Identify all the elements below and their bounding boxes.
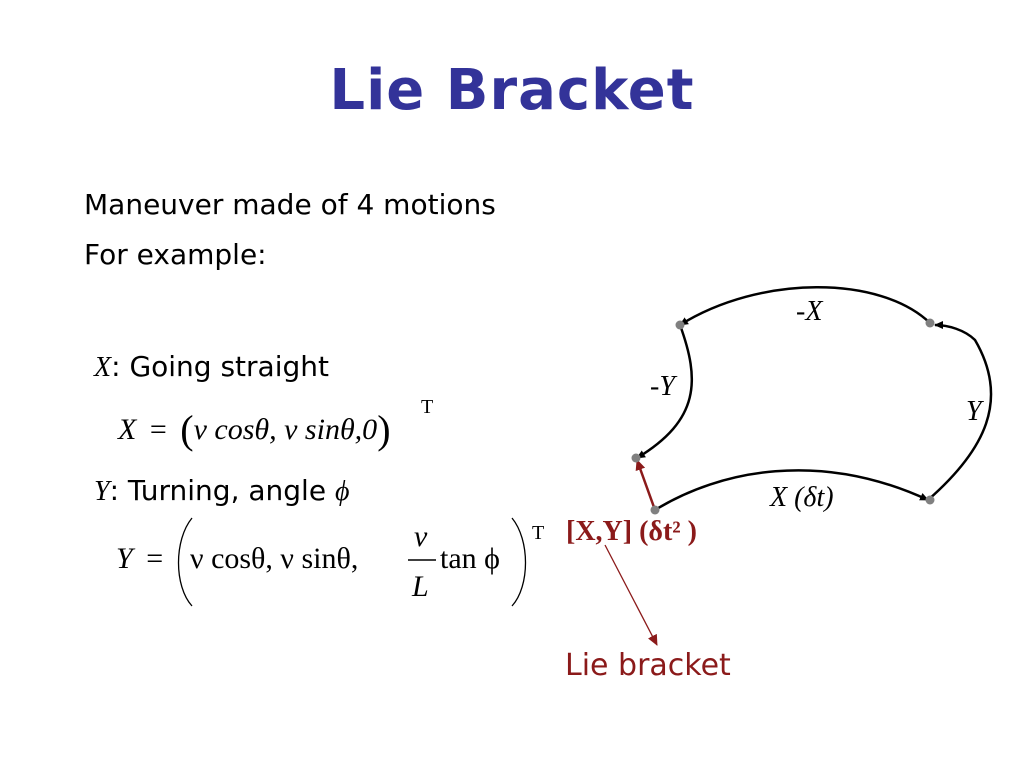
y-motion-heading: Y: Turning, angle ϕ (94, 474, 349, 508)
edge-y (927, 321, 993, 501)
y-frac-denominator: L (412, 570, 429, 603)
y-formula-part1: ν cosθ, ν sinθ, (190, 542, 359, 575)
y-formula-transpose: T (532, 522, 545, 544)
edge-neg-y (636, 324, 694, 460)
vertex-top-left (675, 320, 685, 330)
edge-neg-x (679, 286, 931, 327)
x-motion-label: : Going straight (111, 350, 329, 383)
x-formula-body: ν cosθ, ν sinθ,0 (193, 413, 378, 446)
y-motion-label: : Turning, angle (109, 474, 335, 507)
intro-line-2: For example: (84, 238, 267, 271)
y-formula-part2: tan ϕ (440, 542, 500, 575)
label-x-dt: X (δt) (769, 482, 834, 513)
callout-arrow (604, 544, 658, 646)
y-formula-eq: = (146, 542, 164, 575)
vertex-top-right (925, 318, 935, 328)
lie-bracket-callout-label: Lie bracket (565, 648, 731, 683)
intro-line-1: Maneuver made of 4 motions (84, 188, 496, 221)
vertex-bottom-right (925, 495, 935, 505)
y-formula-lhs-group: Y = (116, 542, 169, 576)
label-neg-x: -X (796, 296, 823, 327)
x-motion-heading: X: Going straight (94, 350, 329, 384)
bracket-displacement-arrow (635, 459, 657, 511)
x-formula-eq: = (149, 413, 167, 446)
x-formula: X = (ν cosθ, ν sinθ,0) (118, 406, 391, 453)
edge-x-dt (654, 469, 929, 512)
page-title: Lie Bracket (329, 58, 695, 123)
y-frac-numerator: ν (414, 520, 428, 553)
label-y: Y (966, 396, 985, 427)
y-formula-lhs: Y (116, 542, 133, 575)
x-formula-lparen: ( (180, 407, 194, 452)
vertex-end (631, 453, 641, 463)
y-angle-symbol: ϕ (334, 476, 350, 507)
x-formula-rparen: ) (377, 407, 391, 452)
x-symbol: X (94, 352, 112, 383)
bracket-label: [X,Y] (δt² ) (566, 516, 697, 547)
x-formula-transpose: T (421, 396, 434, 418)
x-formula-lhs: X (118, 413, 137, 446)
vertex-start (650, 505, 660, 515)
y-formula-right-paren (511, 517, 527, 607)
label-neg-y: -Y (650, 371, 678, 402)
y-formula-left-paren (177, 517, 193, 607)
y-symbol: Y (94, 476, 110, 507)
